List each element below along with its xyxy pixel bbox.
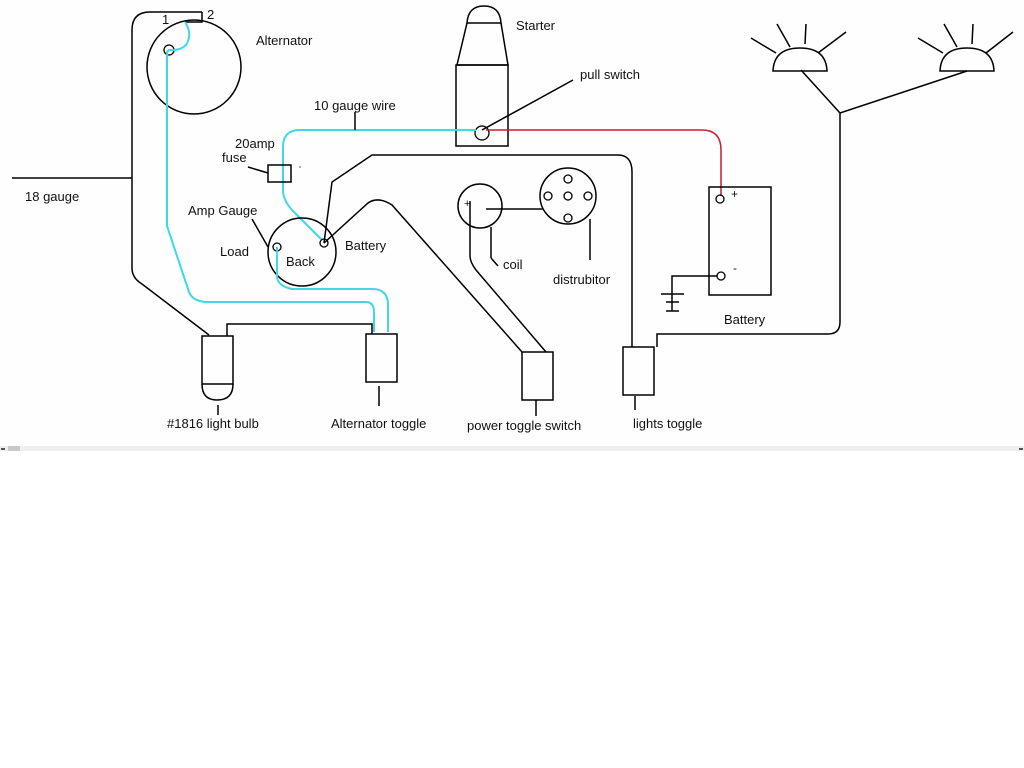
lights-toggle-label: lights toggle: [633, 416, 702, 431]
starter-body: [455, 64, 509, 147]
pull-switch-terminal: [474, 125, 490, 141]
power-toggle-label: power toggle switch: [467, 418, 581, 433]
light-ray: [985, 31, 1014, 54]
alternator-terminal-2-label: 2: [207, 7, 214, 22]
fuse-20amp: [267, 164, 292, 183]
light-ray: [917, 37, 944, 54]
fuse-label-line1: 20amp: [235, 136, 275, 151]
wire-headlights: [800, 69, 968, 114]
wiring-diagram: 1 2 Alternator 18 gauge Starter pull swi…: [12, 5, 1014, 433]
starter: Starter pull switch: [455, 5, 640, 147]
scroll-left-arrow-icon[interactable]: [1, 448, 5, 450]
battery: + - Battery: [661, 186, 772, 327]
amp-gauge-leader: [251, 218, 269, 248]
wire-battery-ground: [671, 275, 717, 294]
light-ray: [750, 37, 777, 54]
coil-body: [457, 183, 503, 229]
ten-gauge-wire-label: 10 gauge wire: [314, 98, 396, 113]
battery-plus-label: +: [731, 187, 738, 201]
coil-leader-tail: [490, 257, 499, 267]
coil-label: coil: [503, 257, 523, 272]
alternator: 1 2 Alternator: [146, 7, 313, 115]
scrollbar-thumb[interactable]: [8, 446, 20, 451]
amp-gauge-body: [267, 217, 337, 287]
pull-switch-leader: [481, 79, 574, 131]
light-bulb-glass: [201, 383, 234, 401]
alternator-toggle-label: Alternator toggle: [331, 416, 426, 431]
scroll-right-arrow-icon[interactable]: [1019, 448, 1023, 450]
distributor-cap: [539, 167, 597, 225]
back-label: Back: [286, 254, 315, 269]
light-ray: [776, 23, 791, 48]
distributor-post: [563, 191, 573, 201]
light-bulb: #1816 light bulb: [167, 335, 259, 431]
wire-10-gauge: [282, 129, 476, 241]
wire-gauge-to-power-toggle: [323, 199, 523, 353]
power-toggle-switch: power toggle switch: [467, 351, 581, 433]
amp-gauge: Amp Gauge Load Back Battery: [188, 203, 387, 287]
battery-positive-terminal: [715, 194, 725, 204]
wire-load-to-toggle: [276, 247, 389, 332]
wire-alternator-to-toggle: [166, 21, 375, 332]
light-ray: [804, 23, 807, 45]
wire-gauge-to-lights-toggle: [323, 154, 633, 347]
starter-cap: [466, 5, 502, 24]
wire-headlights-to-lights-toggle: [656, 113, 841, 347]
horizontal-scrollbar[interactable]: [0, 446, 1024, 451]
lights-toggle-body: [622, 346, 655, 396]
distributor-post: [583, 191, 593, 201]
alternator-terminal-2-lead: [185, 12, 203, 23]
distributor-post: [563, 174, 573, 184]
distributor-post: [543, 191, 553, 201]
pull-switch-label: pull switch: [580, 67, 640, 82]
battery-label: Battery: [724, 312, 766, 327]
alternator-body: [146, 19, 242, 115]
light-bulb-label: #1816 light bulb: [167, 416, 259, 431]
starter-cone: [456, 22, 509, 66]
lights-toggle: lights toggle: [622, 346, 702, 431]
stray-dot: [299, 166, 301, 168]
light-ray: [817, 31, 847, 54]
wire-battery-positive: [486, 129, 722, 196]
wire-18-gauge: [131, 11, 210, 336]
fuse-label-line2: fuse: [222, 150, 247, 165]
battery-minus-label: -: [733, 261, 737, 275]
wire-coil-to-power-toggle: [469, 201, 547, 353]
distributor-label: distrubitor: [553, 272, 611, 287]
light-ray: [943, 23, 958, 48]
power-toggle-body: [521, 351, 554, 401]
fuse-leader: [247, 166, 269, 174]
distributor-post: [563, 213, 573, 223]
headlight-left: [750, 23, 847, 72]
light-ray: [971, 23, 974, 45]
alternator-terminal-1-label: 1: [162, 12, 169, 27]
alternator-label: Alternator: [256, 33, 313, 48]
ignition-coil: + coil: [457, 183, 543, 272]
alternator-toggle: Alternator toggle: [331, 333, 426, 431]
headlight-left-dome: [772, 47, 828, 72]
starter-label: Starter: [516, 18, 556, 33]
battery-negative-terminal: [716, 271, 726, 281]
load-label: Load: [220, 244, 249, 259]
alternator-toggle-body: [365, 333, 398, 383]
coil-plus-label: +: [464, 198, 470, 210]
amp-gauge-label: Amp Gauge: [188, 203, 257, 218]
headlight-right: [917, 23, 1014, 72]
distributor: distrubitor: [539, 167, 611, 287]
eighteen-gauge-label: 18 gauge: [25, 189, 79, 204]
battery-body: [708, 186, 772, 296]
wire-bulb-to-alternator-toggle: [226, 323, 373, 336]
headlight-right-dome: [939, 47, 995, 72]
light-bulb-base: [201, 335, 234, 385]
amp-gauge-battery-label: Battery: [345, 238, 387, 253]
